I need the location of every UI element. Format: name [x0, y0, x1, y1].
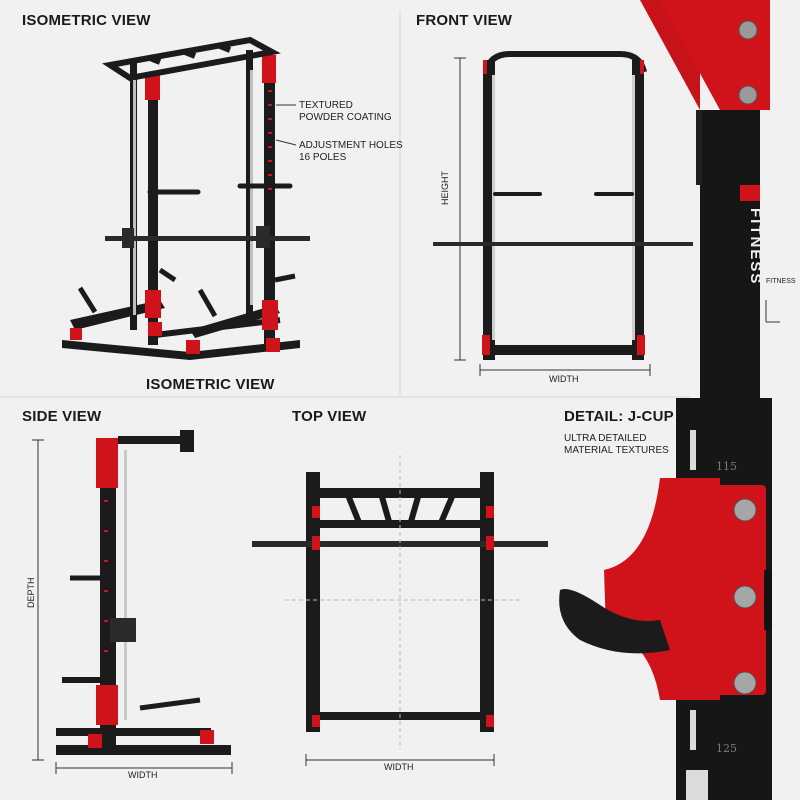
top-rack	[252, 455, 548, 766]
post-number-lower: 125	[716, 742, 737, 755]
detail-callout: ULTRA DETAILED MATERIAL TEXTURES	[564, 433, 669, 457]
isometric-rack	[62, 36, 310, 360]
depth-dimension: DEPTH	[26, 577, 36, 608]
holes-callout-line1: ADJUSTMENT HOLES	[299, 140, 403, 151]
detail-callout-line2: MATERIAL TEXTURES	[564, 445, 669, 456]
detail-callout-line1: ULTRA DETAILED	[564, 433, 647, 444]
top-view-title: TOP VIEW	[292, 408, 367, 425]
iso-view-caption: ISOMETRIC VIEW	[146, 376, 275, 393]
holes-callout-line2: 16 POLES	[299, 152, 347, 163]
top-width-dimension: WIDTH	[384, 762, 414, 772]
holes-callout: ADJUSTMENT HOLES 16 POLES	[299, 140, 403, 164]
coating-callout-line2: POWDER COATING	[299, 112, 392, 123]
grid-dividers	[0, 10, 690, 398]
height-dimension: HEIGHT	[440, 170, 450, 205]
brand-wordmark: FITNESS	[747, 208, 764, 286]
post-number-upper: 115	[716, 460, 737, 473]
iso-view-title: ISOMETRIC VIEW	[22, 12, 151, 29]
side-width-dimension: WIDTH	[128, 770, 158, 780]
detail-view-title: DETAIL: J-CUP	[564, 408, 674, 425]
detail-upright	[640, 0, 780, 400]
side-view-title: SIDE VIEW	[22, 408, 102, 425]
coating-callout-line1: TEXTURED	[299, 100, 353, 111]
side-rack	[32, 430, 233, 774]
front-width-dimension: WIDTH	[549, 374, 579, 384]
fitness-tag: FITNESS	[766, 278, 796, 285]
coating-callout: TEXTURED POWDER COATING	[299, 100, 392, 124]
detail-jcup	[559, 398, 772, 800]
front-rack	[433, 51, 693, 376]
front-view-title: FRONT VIEW	[416, 12, 513, 29]
